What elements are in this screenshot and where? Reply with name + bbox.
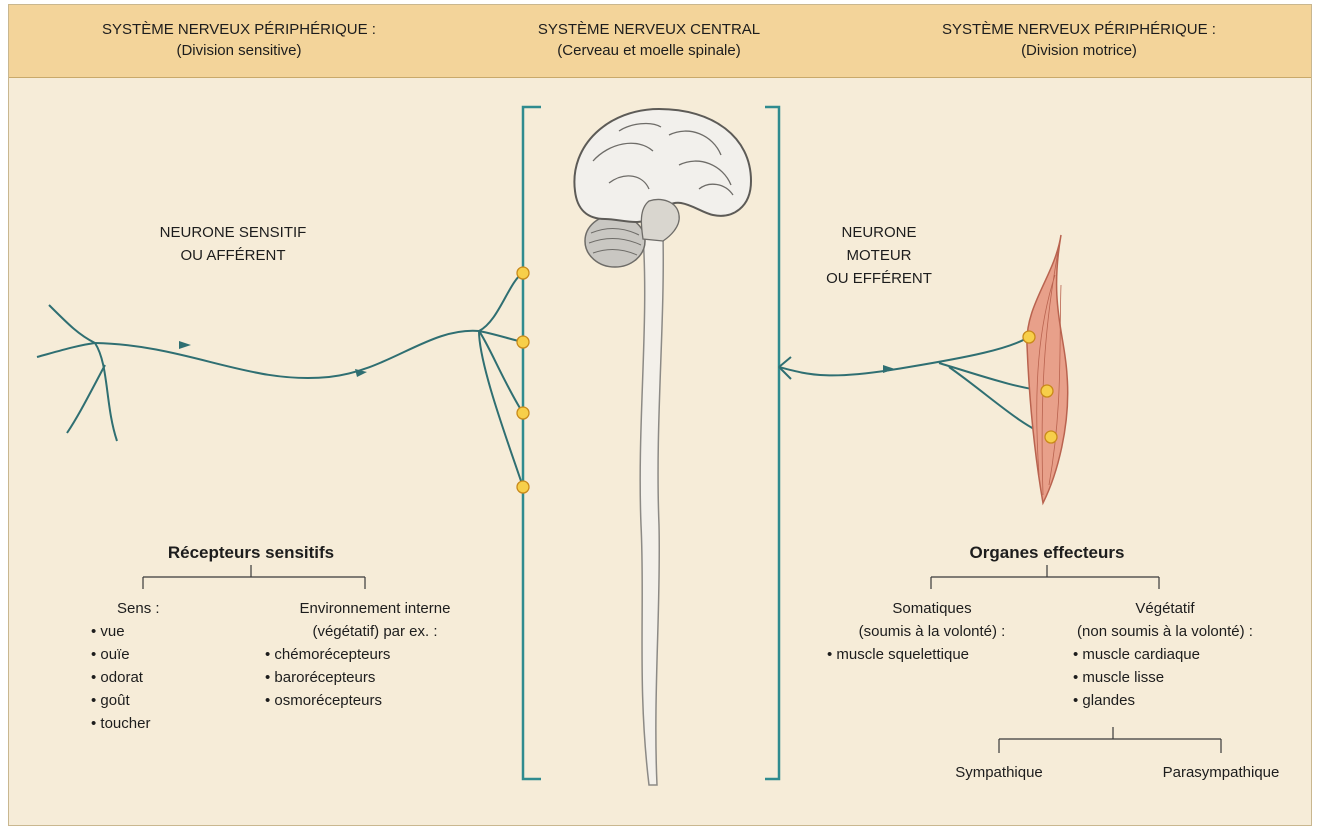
internal-env-title-2: (végétatif) par ex. : [265,620,485,643]
sensory-neuron-line1: NEURONE SENSITIF [113,221,353,244]
motor-neuron-label: NEURONE MOTEUR OU EFFÉRENT [809,221,949,290]
receptors-tree [143,565,365,589]
motor-neuron [779,337,1051,437]
vegetative-line2: (non soumis à la volonté) : [1055,620,1275,643]
sensory-arrowhead-1 [179,341,191,349]
somatic-list: muscle squelettique [827,643,1037,666]
diagram-frame: SYSTÈME NERVEUX PÉRIPHÉRIQUE : (Division… [8,4,1312,826]
effectors-title: Organes effecteurs [897,541,1197,564]
motor-arrowhead [883,365,895,373]
sympathetic-label: Sympathique [939,761,1059,784]
somatic-line2: (soumis à la volonté) : [827,620,1037,643]
left-bracket [523,107,541,779]
senses-block: Sens : vue ouïe odorat goût toucher [91,597,251,735]
parasympathetic-label: Parasympathique [1151,761,1291,784]
right-bracket [765,107,779,779]
motor-synapse-2 [1041,385,1053,397]
motor-synapse-1 [1023,331,1035,343]
internal-env-block: Environnement interne (végétatif) par ex… [265,597,485,712]
sensory-synapse-3 [517,407,529,419]
spinal-cord [640,235,663,785]
internal-env-list: chémorécepteurs barorécepteurs osmorécep… [265,643,485,712]
vegetative-line1: Végétatif [1055,597,1275,620]
vegetative-block: Végétatif (non soumis à la volonté) : mu… [1055,597,1275,712]
motor-neuron-line3: OU EFFÉRENT [809,267,949,290]
motor-neuron-line2: MOTEUR [809,244,949,267]
sensory-synapse-1 [517,267,529,279]
internal-env-item: osmorécepteurs [265,689,485,712]
sensory-synapse-4 [517,481,529,493]
motor-neuron-line1: NEURONE [809,221,949,244]
senses-item: odorat [91,666,251,689]
vegetative-list: muscle cardiaque muscle lisse glandes [1055,643,1275,712]
senses-item: vue [91,620,251,643]
internal-env-title-1: Environnement interne [265,597,485,620]
senses-item: ouïe [91,643,251,666]
senses-item: toucher [91,712,251,735]
motor-synapse-3 [1045,431,1057,443]
sensory-neuron-line2: OU AFFÉRENT [113,244,353,267]
senses-title: Sens : [91,597,251,620]
brainstem [641,200,679,241]
somatic-line1: Somatiques [827,597,1037,620]
receptors-title: Récepteurs sensitifs [101,541,401,564]
sensory-neuron [37,273,523,487]
vegetative-item: glandes [1073,689,1275,712]
sensory-synapse-2 [517,336,529,348]
vegetative-item: muscle cardiaque [1073,643,1275,666]
muscle [1027,235,1068,503]
internal-env-item: chémorécepteurs [265,643,485,666]
somatic-item: muscle squelettique [827,643,1037,666]
vegetative-item: muscle lisse [1073,666,1275,689]
somatic-block: Somatiques (soumis à la volonté) : muscl… [827,597,1037,666]
sensory-neuron-label: NEURONE SENSITIF OU AFFÉRENT [113,221,353,267]
senses-list: vue ouïe odorat goût toucher [91,620,251,735]
senses-item: goût [91,689,251,712]
internal-env-item: barorécepteurs [265,666,485,689]
